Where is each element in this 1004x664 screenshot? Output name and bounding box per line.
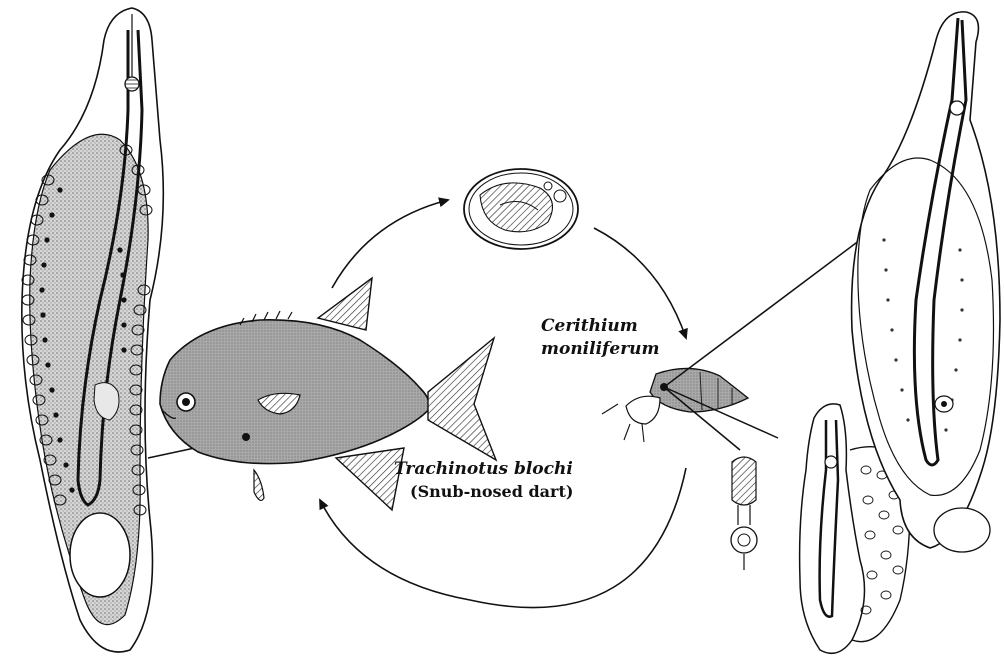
pointer-snail-to-cercaria <box>664 240 860 387</box>
fish-species-label: Trachinotus blochi <box>394 459 573 479</box>
egg-illustration <box>464 169 578 249</box>
snail-species-label-line2: moniliferum <box>541 339 660 359</box>
arrow-fish-to-egg <box>332 200 448 288</box>
cercaria-illustration <box>852 12 1000 552</box>
redia-illustration <box>731 457 757 570</box>
adult-worm <box>22 8 164 652</box>
snail-species-label-line1: Cerithium <box>541 316 638 336</box>
fish-common-name-label: (Snub-nosed dart) <box>410 482 573 501</box>
fish-infection-site-dot <box>242 433 250 441</box>
